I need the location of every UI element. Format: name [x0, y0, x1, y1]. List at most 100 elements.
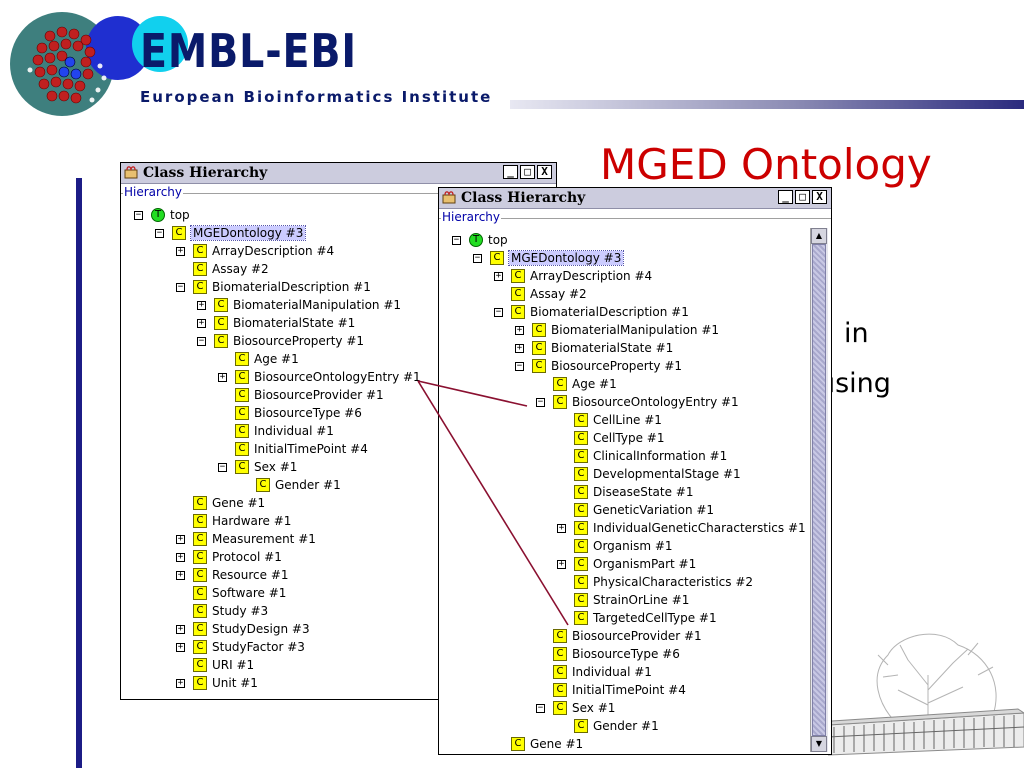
- tree-node-label[interactable]: Individual #1: [254, 424, 334, 438]
- expand-plus-icon[interactable]: +: [494, 271, 503, 281]
- tree-node-label[interactable]: Unit #1: [212, 676, 258, 690]
- tree-node-label[interactable]: BiosourceProperty #1: [233, 334, 365, 348]
- tree-node-label[interactable]: BiosourceProperty #1: [551, 359, 683, 373]
- tree-node-label[interactable]: BiomaterialState #1: [233, 316, 356, 330]
- tree-node-label[interactable]: URI #1: [212, 658, 255, 672]
- tree-node-label[interactable]: Assay #2: [212, 262, 269, 276]
- collapse-minus-icon[interactable]: −: [218, 462, 227, 472]
- tree-node-label[interactable]: BiosourceProvider #1: [254, 388, 384, 402]
- expand-plus-icon[interactable]: +: [197, 300, 206, 310]
- tree-node-label[interactable]: Age #1: [572, 377, 617, 391]
- tree-node-label[interactable]: BiosourceOntologyEntry #1: [254, 370, 421, 384]
- minimize-button[interactable]: _: [778, 190, 793, 204]
- collapse-minus-icon[interactable]: −: [473, 253, 482, 263]
- close-button[interactable]: X: [537, 165, 552, 179]
- expand-plus-icon[interactable]: +: [176, 570, 185, 580]
- tree-node-label[interactable]: BiosourceType #6: [254, 406, 362, 420]
- collapse-minus-icon[interactable]: −: [536, 703, 545, 713]
- expand-plus-icon[interactable]: +: [515, 343, 524, 353]
- window-titlebar[interactable]: Class Hierarchy _ □ X: [121, 163, 556, 184]
- tree-node-label[interactable]: Age #1: [254, 352, 299, 366]
- expand-plus-icon[interactable]: +: [176, 642, 185, 652]
- expand-plus-icon[interactable]: +: [176, 552, 185, 562]
- minimize-button[interactable]: _: [503, 165, 518, 179]
- tree-node-label[interactable]: BiosourceProvider #1: [572, 629, 702, 643]
- tree-node-label[interactable]: Hardware #1: [212, 514, 292, 528]
- tree-node-label[interactable]: StrainOrLine #1: [593, 593, 690, 607]
- maximize-button[interactable]: □: [520, 165, 535, 179]
- expand-plus-icon[interactable]: +: [176, 534, 185, 544]
- expand-plus-icon[interactable]: +: [197, 318, 206, 328]
- tree-node-label[interactable]: BiomaterialDescription #1: [530, 305, 689, 319]
- tree-node-label[interactable]: GeneticVariation #1: [593, 503, 715, 517]
- maximize-button[interactable]: □: [795, 190, 810, 204]
- expand-plus-icon[interactable]: +: [176, 678, 185, 688]
- tree-node-label[interactable]: StudyDesign #3: [212, 622, 310, 636]
- tree-node-label[interactable]: ArrayDescription #4: [530, 269, 653, 283]
- tree-node-label[interactable]: top: [170, 208, 190, 222]
- tree-node-label[interactable]: DiseaseState #1: [593, 485, 694, 499]
- collapse-minus-icon[interactable]: −: [515, 361, 524, 371]
- tree-node-label[interactable]: Gene #1: [530, 737, 584, 751]
- collapse-minus-icon[interactable]: −: [134, 210, 143, 220]
- expand-plus-icon[interactable]: +: [515, 325, 524, 335]
- tree-node-label[interactable]: Organism #1: [593, 539, 673, 553]
- tree-node-label[interactable]: ClinicalInformation #1: [593, 449, 728, 463]
- tree-node-label[interactable]: Assay #2: [530, 287, 587, 301]
- expand-plus-icon[interactable]: +: [176, 624, 185, 634]
- collapse-minus-icon[interactable]: −: [176, 282, 185, 292]
- close-button[interactable]: X: [812, 190, 827, 204]
- expand-plus-icon[interactable]: +: [218, 372, 227, 382]
- collapse-minus-icon[interactable]: −: [452, 235, 461, 245]
- window-titlebar[interactable]: Class Hierarchy _ □ X: [439, 188, 831, 209]
- expand-plus-icon[interactable]: +: [557, 559, 566, 569]
- tree-node-label[interactable]: Software #1: [212, 586, 287, 600]
- expand-plus-icon[interactable]: +: [557, 523, 566, 533]
- tree-node-label[interactable]: TargetedCellType #1: [593, 611, 717, 625]
- tree-node-label[interactable]: BiomaterialManipulation #1: [551, 323, 720, 337]
- tree-node-label[interactable]: MGEDontology #3: [189, 225, 307, 241]
